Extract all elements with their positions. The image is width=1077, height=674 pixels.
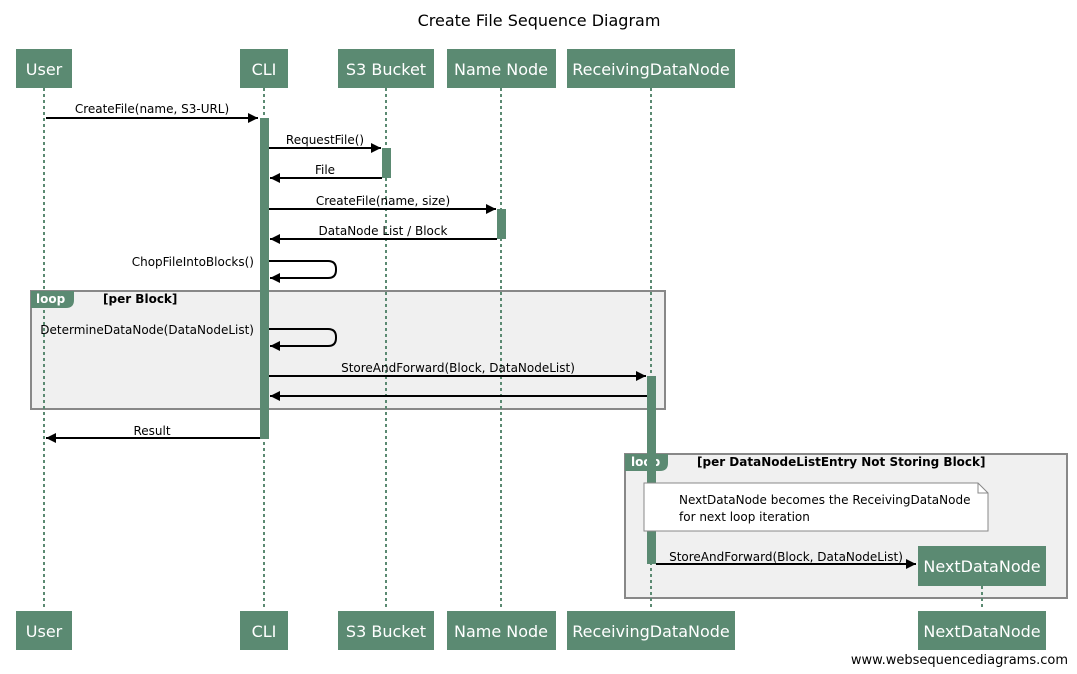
message-label: CreateFile(name, S3-URL): [75, 102, 229, 116]
loop-frame-per-block: loop [per Block]: [30, 290, 666, 410]
actor-next-label: NextDataNode: [923, 557, 1040, 576]
loop-tag: loop: [36, 292, 66, 306]
actor-receiving-box: [567, 611, 735, 650]
loop-tag-box: [625, 454, 668, 471]
loop-tag: loop: [631, 455, 661, 469]
message-label: CreateFile(name, size): [316, 194, 450, 208]
actor-s3-label: S3 Bucket: [346, 622, 426, 641]
diagram-title: Create File Sequence Diagram: [418, 11, 661, 30]
loop-condition: [per Block]: [103, 292, 177, 306]
message-label: DetermineDataNode(DataNodeList): [40, 323, 254, 337]
actor-namenode-box: [447, 49, 556, 88]
actor-cli-box: [240, 49, 288, 88]
message-determine-datanode: [269, 328, 337, 351]
actor-receiving-box: [567, 49, 735, 88]
actor-user-label: User: [26, 622, 63, 641]
actor-user-label: User: [26, 60, 63, 79]
actor-next-created: NextDataNode: [918, 546, 1046, 586]
actors-bottom: User CLI S3 Bucket Name Node ReceivingDa…: [16, 611, 1046, 650]
activation-cli: [260, 118, 269, 439]
note-line-2: for next loop iteration: [679, 510, 810, 524]
loop-condition: [per DataNodeListEntry Not Storing Block…: [697, 455, 986, 469]
note: NextDataNode becomes the ReceivingDataNo…: [643, 482, 989, 532]
message-label: File: [315, 163, 335, 177]
actor-user-box: [16, 49, 72, 88]
actor-next-box: [918, 611, 1046, 650]
actor-user-box: [16, 611, 72, 650]
messages: [46, 113, 916, 569]
activation-namenode: [497, 209, 506, 239]
loop-tag-box: [31, 291, 74, 308]
note-line-1: NextDataNode becomes the ReceivingDataNo…: [679, 493, 970, 507]
actor-cli-label: CLI: [252, 622, 277, 641]
actor-cli-label: CLI: [252, 60, 277, 79]
message-labels: CreateFile(name, S3-URL) RequestFile() F…: [40, 102, 903, 564]
actor-receiving-label: ReceivingDataNode: [572, 622, 730, 641]
message-label: StoreAndForward(Block, DataNodeList): [669, 550, 903, 564]
message-label: StoreAndForward(Block, DataNodeList): [341, 361, 575, 375]
activation-s3: [382, 148, 391, 178]
actors-top: User CLI S3 Bucket Name Node ReceivingDa…: [16, 49, 735, 88]
message-label: Result: [133, 424, 170, 438]
actor-cli-box: [240, 611, 288, 650]
actor-s3-box: [338, 49, 434, 88]
actor-namenode-label: Name Node: [454, 60, 548, 79]
actor-next-box: [918, 546, 1046, 586]
actor-receiving-label: ReceivingDataNode: [572, 60, 730, 79]
activations: [260, 118, 656, 564]
actor-s3-box: [338, 611, 434, 650]
actor-s3-label: S3 Bucket: [346, 60, 426, 79]
actor-namenode-box: [447, 611, 556, 650]
footer-watermark: www.websequencediagrams.com: [851, 653, 1068, 668]
activation-receiving: [647, 376, 656, 564]
message-chop-file: [269, 260, 337, 283]
message-label: RequestFile(): [286, 133, 364, 147]
message-label: DataNode List / Block: [319, 224, 448, 238]
actor-next-label: NextDataNode: [923, 622, 1040, 641]
actor-namenode-label: Name Node: [454, 622, 548, 641]
message-label: ChopFileIntoBlocks(): [132, 255, 254, 269]
